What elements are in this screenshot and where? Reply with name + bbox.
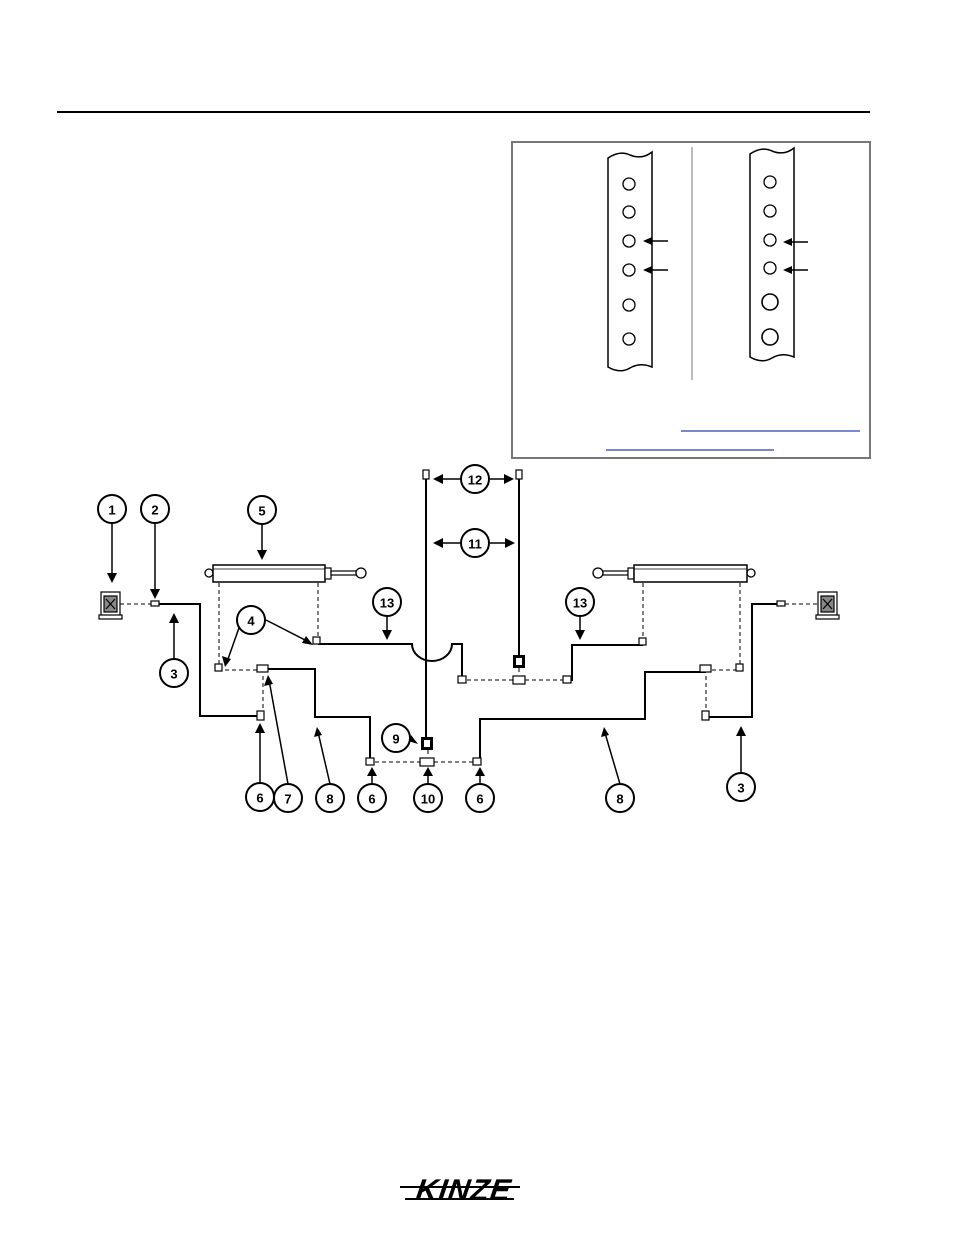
callout-number: 1 <box>108 503 115 518</box>
callout-number: 5 <box>258 504 265 519</box>
tractor-coupler-right <box>816 592 839 619</box>
callout-3: 3 <box>160 659 188 687</box>
callout-number: 10 <box>421 792 435 807</box>
elbow-fitting-6-center-right <box>473 758 481 765</box>
tee-fitting-center <box>513 676 525 684</box>
inset-box <box>512 142 870 458</box>
elbow-fitting-6-center-left <box>366 758 374 765</box>
callout-6: 6 <box>358 784 386 812</box>
elbow-fitting-center-left <box>458 676 466 683</box>
elbow-fitting-6-left <box>257 711 264 720</box>
callout-3: 3 <box>727 773 755 801</box>
callout-9: 9 <box>382 724 410 752</box>
hydraulic-cylinder-left <box>205 565 366 582</box>
callout-number: 8 <box>616 792 623 807</box>
callout-12: 12 <box>461 465 489 493</box>
elbow-fitting-right-lower <box>736 664 743 671</box>
callout-2: 2 <box>141 495 169 523</box>
callout-7: 7 <box>274 784 302 812</box>
tee-fitting-10 <box>420 758 434 766</box>
hose-end-12-right <box>516 470 522 479</box>
callout-number: 3 <box>737 781 744 796</box>
elbow-fitting-right-upper <box>639 638 646 645</box>
hose-3-right <box>708 604 782 717</box>
elbow-fitting-left-lower <box>215 664 222 671</box>
elbow-fitting-right-6 <box>702 711 709 720</box>
callout-number: 2 <box>151 503 158 518</box>
callout-number: 6 <box>476 792 483 807</box>
hose-8-right <box>480 672 706 760</box>
callout-6: 6 <box>466 784 494 812</box>
callout-4: 4 <box>237 606 265 634</box>
callout-number: 11 <box>468 537 482 552</box>
hose-8-left <box>268 669 370 760</box>
callout-8: 8 <box>606 784 634 812</box>
callout-number: 9 <box>392 732 399 747</box>
callout-13: 13 <box>566 588 594 616</box>
tee-fitting-right <box>700 665 711 672</box>
restrictor-valve-9 <box>421 737 433 750</box>
tee-fitting-left <box>257 665 268 672</box>
callout-1: 1 <box>98 495 126 523</box>
lift-arm-bar-right <box>750 148 794 361</box>
elbow-fitting-left-upper <box>313 637 320 644</box>
callout-number: 6 <box>256 791 263 806</box>
kinze-logo: KINZE <box>400 1174 520 1207</box>
callout-number: 13 <box>380 596 394 611</box>
restrictor-valve-center <box>513 655 525 668</box>
elbow-fitting-center-right <box>563 676 571 683</box>
callout-13: 13 <box>373 588 401 616</box>
lift-arm-bar-left <box>608 152 652 371</box>
coupler-tip-right <box>777 601 785 606</box>
callout-number: 3 <box>170 667 177 682</box>
callout-10: 10 <box>414 784 442 812</box>
hose-13-right <box>568 645 643 680</box>
callout-number: 12 <box>468 473 482 488</box>
hydraulic-cylinder-right <box>593 565 755 582</box>
hose-end-12-left <box>423 470 429 479</box>
callout-6: 6 <box>246 783 274 811</box>
callout-8: 8 <box>316 784 344 812</box>
coupler-tip-left <box>151 601 159 606</box>
callout-number: 4 <box>247 614 255 629</box>
tractor-coupler-left <box>99 592 122 619</box>
callout-number: 13 <box>573 596 587 611</box>
callout-number: 7 <box>284 792 291 807</box>
callout-number: 6 <box>368 792 375 807</box>
hose-13-left <box>318 644 462 680</box>
kinze-logo-text: KINZE <box>414 1174 514 1207</box>
callout-number: 8 <box>326 792 333 807</box>
callout-11: 11 <box>461 529 489 557</box>
callout-5: 5 <box>248 496 276 524</box>
